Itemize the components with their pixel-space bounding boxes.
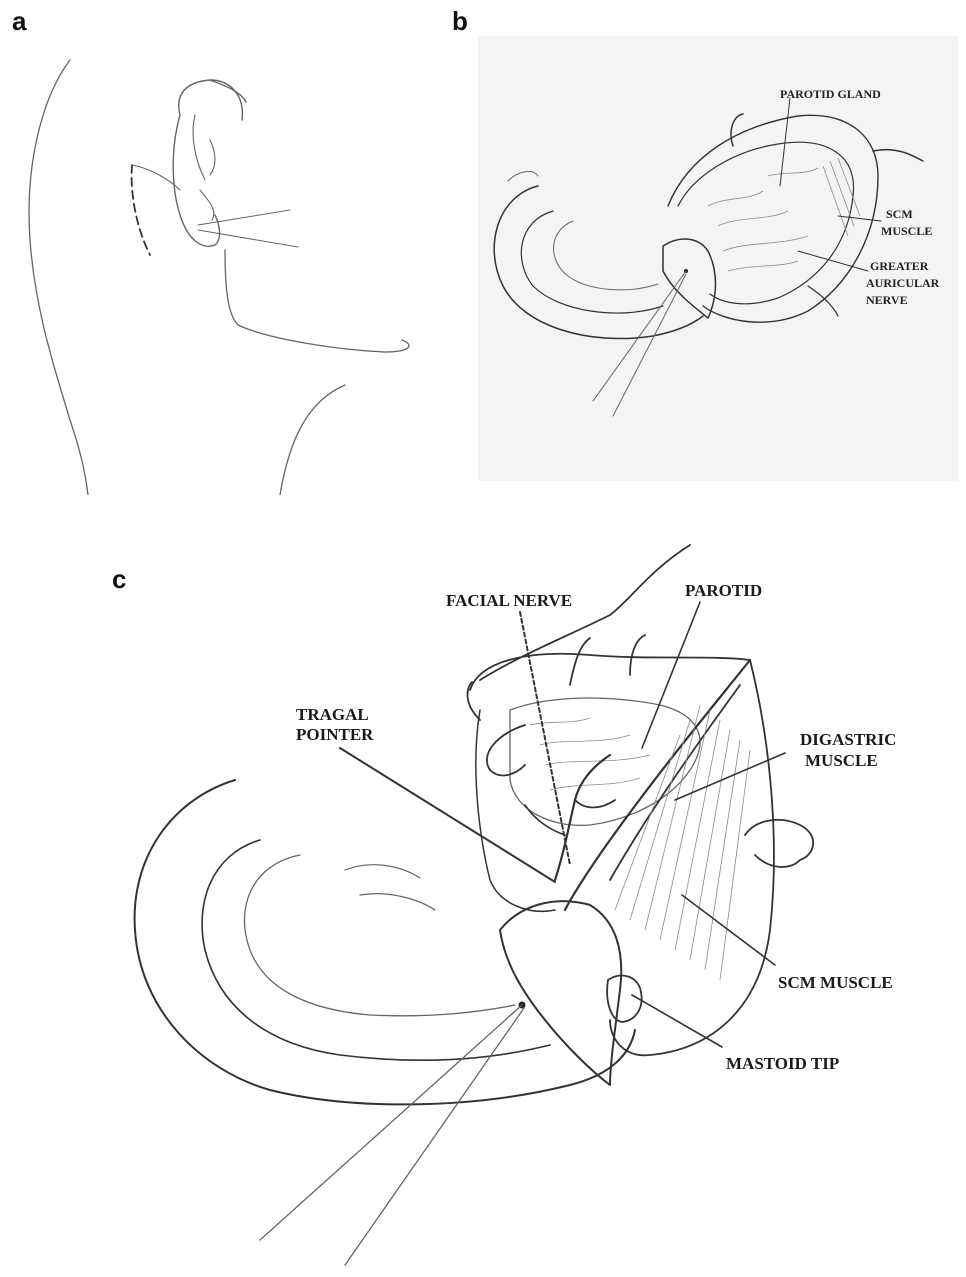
label-scm-line1: SCM (886, 207, 913, 221)
label-gan-line1: GREATER (870, 259, 929, 273)
panel-label-a: a (12, 8, 26, 34)
head-outline-drawing (10, 40, 440, 495)
label-gan-line3: NERVE (866, 293, 908, 307)
label-parotid: PAROTID (685, 581, 762, 600)
label-parotid-gland: PAROTID GLAND (780, 87, 881, 101)
parotid-exposure-drawing: PAROTID GLAND SCM MUSCLE GREATER AURICUL… (478, 36, 958, 481)
panel-a-head-sketch (10, 40, 440, 495)
panel-b-exposure-sketch: PAROTID GLAND SCM MUSCLE GREATER AURICUL… (478, 36, 958, 481)
panel-c-deep-dissection-sketch: FACIAL NERVE PAROTID TRAGAL POINTER DIGA… (10, 510, 960, 1270)
label-tragal-line1: TRAGAL (296, 705, 369, 724)
label-digastric-line1: DIGASTRIC (800, 730, 896, 749)
label-tragal-line2: POINTER (296, 725, 374, 744)
label-digastric-line2: MUSCLE (805, 751, 878, 770)
label-gan-line2: AURICULAR (866, 276, 940, 290)
label-mastoid-tip: MASTOID TIP (726, 1054, 839, 1073)
panel-label-b: b (452, 8, 468, 34)
label-scm-muscle: SCM MUSCLE (778, 973, 893, 992)
label-scm-line2: MUSCLE (881, 224, 932, 238)
facial-nerve-dissection-drawing: FACIAL NERVE PAROTID TRAGAL POINTER DIGA… (10, 510, 960, 1270)
label-facial-nerve: FACIAL NERVE (446, 591, 572, 610)
